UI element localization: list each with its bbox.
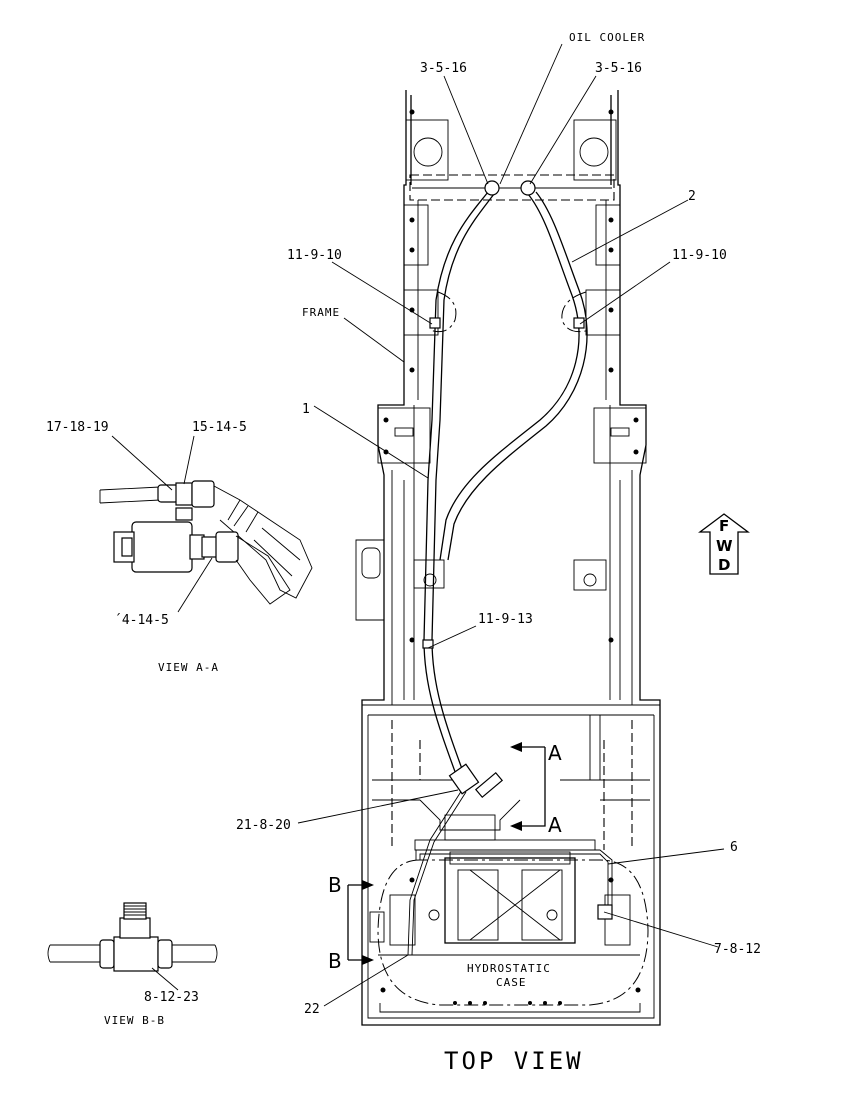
fwd-letter-w: W	[716, 537, 733, 555]
section-b-upper-label: B	[328, 873, 342, 897]
callout-1: 1	[302, 402, 310, 417]
callout-7-8-12: 7-8-12	[714, 942, 761, 957]
hose-22	[407, 789, 467, 956]
callout-15-14-5: 15-14-5	[192, 420, 247, 435]
callout-4-14-5: ´4-14-5	[114, 613, 169, 628]
callout-3-5-16-right: 3-5-16	[595, 61, 642, 76]
hydrostatic-label: HYDROSTATIC	[467, 962, 551, 975]
top-view-title: TOP VIEW	[444, 1047, 584, 1075]
clamp-detail-circles	[429, 291, 591, 333]
view-b-b-label: VIEW B-B	[104, 1014, 165, 1027]
callout-11-9-13: 11-9-13	[478, 612, 533, 627]
section-a-lower-label: A	[548, 813, 562, 837]
callout-labels: OIL COOLER 3-5-16 3-5-16 2 11-9-10 11-9-…	[46, 31, 761, 1075]
view-a-a-detail	[99, 480, 313, 605]
callout-2: 2	[688, 189, 696, 204]
hose-1	[423, 191, 495, 781]
callout-6: 6	[730, 840, 738, 855]
callout-17-18-19: 17-18-19	[46, 420, 109, 435]
callout-3-5-16-left: 3-5-16	[420, 61, 467, 76]
leader-lines	[111, 43, 725, 1007]
case-label: CASE	[496, 976, 527, 989]
hose-6	[415, 849, 613, 905]
callout-11-9-10-right: 11-9-10	[672, 248, 727, 263]
section-b-lower-label: B	[328, 949, 342, 973]
section-a-markers: A A	[510, 741, 562, 837]
view-a-a-label: VIEW A-A	[158, 661, 219, 674]
callout-21-8-20: 21-8-20	[236, 818, 291, 833]
callout-8-12-23: 8-12-23	[144, 990, 199, 1005]
frame-label: FRAME	[302, 306, 340, 319]
view-b-b-detail	[47, 902, 218, 972]
machine-frame	[355, 90, 661, 1026]
callout-11-9-10-left: 11-9-10	[287, 248, 342, 263]
section-a-upper-label: A	[548, 741, 562, 765]
section-b-markers: B B	[328, 873, 374, 973]
forward-arrow-icon: F W D	[698, 513, 750, 575]
callout-22: 22	[304, 1002, 320, 1017]
hose-2	[439, 191, 588, 561]
fwd-letter-f: F	[719, 517, 729, 535]
fwd-letter-d: D	[718, 556, 730, 574]
oil-cooler-label: OIL COOLER	[569, 31, 645, 44]
fittings	[422, 180, 613, 920]
